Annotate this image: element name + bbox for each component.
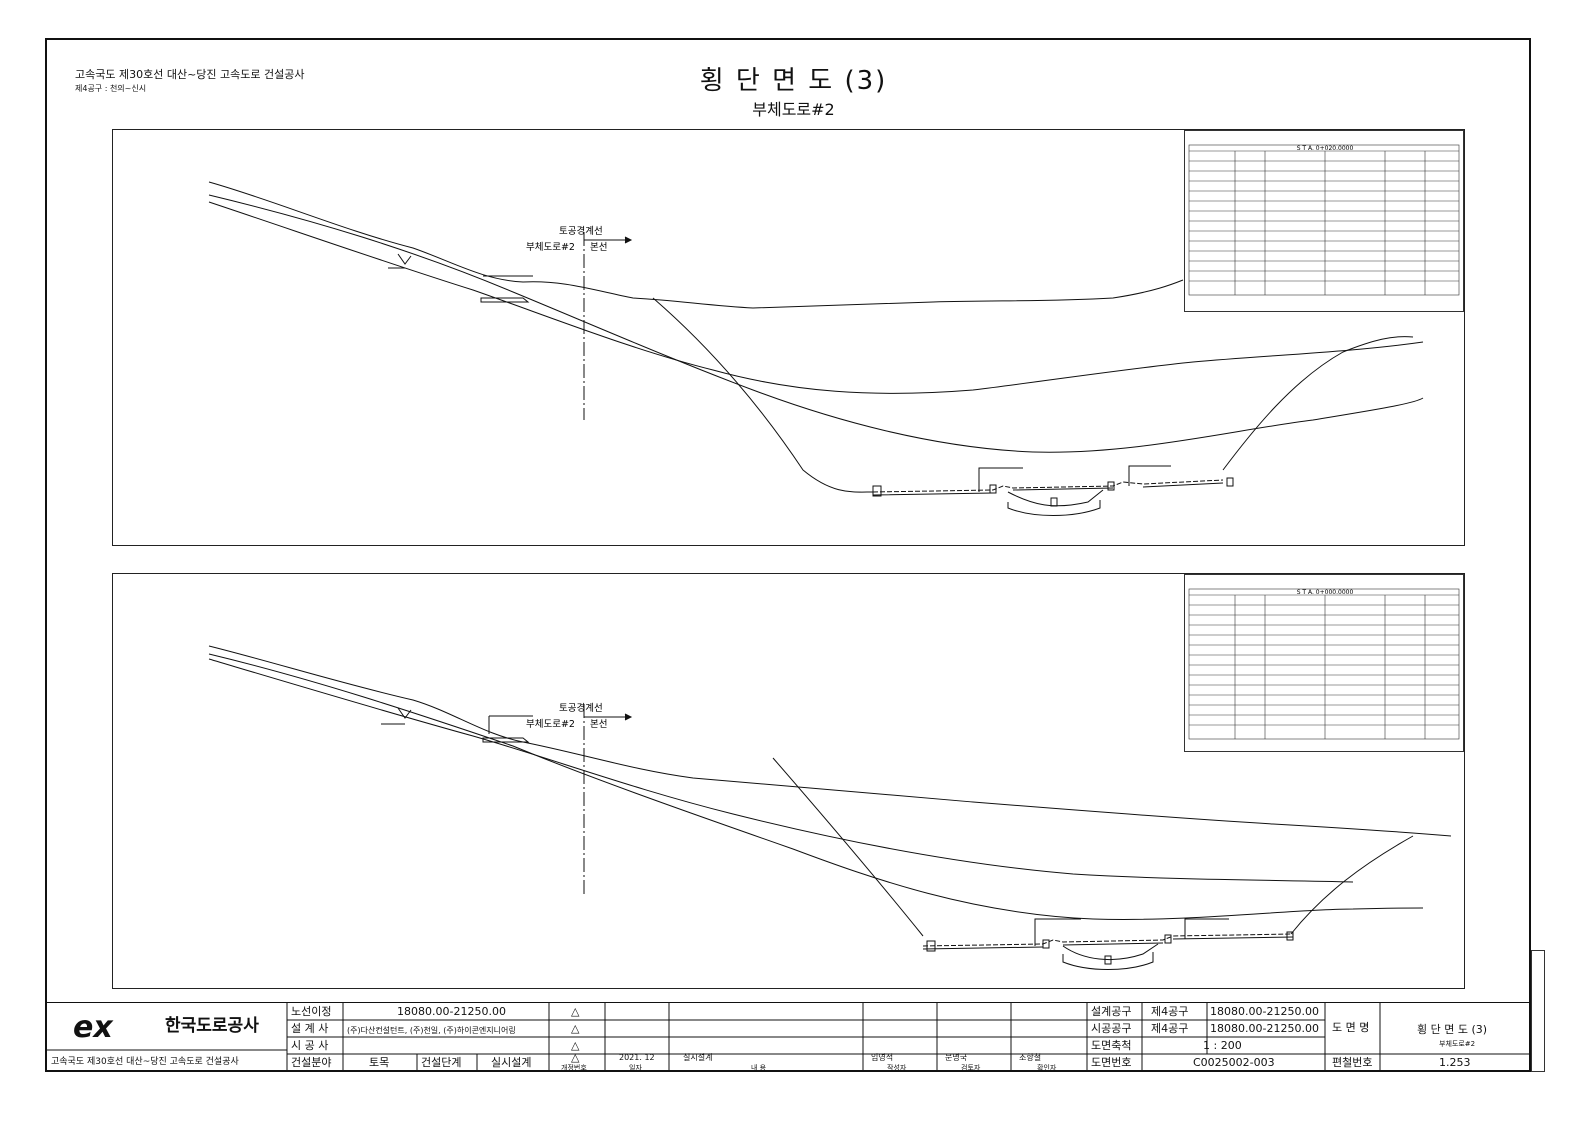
design-section-range: 18080.00-21250.00 [1210,1005,1319,1018]
rev-no-label: 개정번호 [561,1064,587,1072]
author-name: 임영석 [871,1053,894,1062]
drawing-name-sub: 부체도로#2 [1439,1040,1476,1048]
author-label: 작성자 [887,1064,907,1072]
drawing-frame [45,38,1531,1072]
sta-label-2: S T A. 0+000.0000 [1297,589,1354,596]
designer-label: 설 계 사 [291,1022,329,1035]
drawing-no-value: C0025002-003 [1193,1056,1275,1069]
title-block: ex 한국도로공사 고속국도 제30호선 대산~당진 고속도로 건설공사 노선이… [47,1002,1529,1072]
boundary-label-1: 토공경계선 [559,225,603,237]
project-section: 제4공구 : 천의~신시 [75,84,147,93]
scale-value: 1 : 200 [1203,1039,1242,1052]
main-label-2: 본선 [590,719,607,730]
drawing-name-value: 횡 단 면 도 (3) [1417,1023,1488,1036]
drawing-title: 횡 단 면 도 (3) [699,66,888,96]
edit-no-label: 편철번호 [1332,1056,1373,1069]
sta-label-1: S T A. 0+020.0000 [1297,145,1354,152]
ex-logo: ex [73,1010,113,1045]
edit-no-value: 1.253 [1439,1056,1471,1069]
field-value: 토목 [369,1056,390,1069]
main-label-1: 본선 [590,242,607,253]
checker-name: 문명국 [945,1053,968,1062]
cross-section-panel-2: 토공경계선 부체도로#2 본선 [112,573,1465,989]
field-label: 건설분야 [291,1056,332,1069]
rev-symbol-1: △ [571,1005,580,1018]
date-label: 일자 [629,1064,642,1072]
cross-section-panel-1: 토공경계선 부체도로#2 본선 [112,129,1465,546]
build-section-range: 18080.00-21250.00 [1210,1022,1319,1035]
boundary-label-2: 토공경계선 [559,702,603,714]
build-section-label: 시공공구 [1091,1022,1132,1035]
build-section-value: 제4공구 [1151,1022,1189,1035]
stage-value: 실시설계 [491,1056,532,1069]
road-label-2: 부체도로#2 [526,719,575,730]
cross-section-drawing-2: 토공경계선 부체도로#2 본선 [208,645,1452,970]
approver-name: 조항철 [1019,1053,1042,1062]
route-label: 노선이정 [291,1005,332,1018]
rev-symbol-2: △ [571,1022,580,1035]
section-data-table-1: S T A. 0+020.0000 [1184,130,1464,312]
side-strip [1531,950,1545,1072]
title-block-grid [47,1003,1529,1071]
cross-section-drawing-1: 토공경계선 부체도로#2 본선 [208,181,1424,516]
rev-symbol-3: △ [571,1039,580,1052]
company-name: 한국도로공사 [165,1016,259,1036]
project-name: 고속국도 제30호선 대산~당진 고속도로 건설공사 [75,68,305,81]
approver-label: 확인자 [1037,1064,1057,1072]
road-label-1: 부체도로#2 [526,242,575,253]
checker-label: 검토자 [961,1064,981,1072]
stage-label: 건설단계 [421,1056,462,1069]
tb-project: 고속국도 제30호선 대산~당진 고속도로 건설공사 [51,1057,239,1067]
rev-symbol-4: △ [571,1051,580,1064]
builder-label: 시 공 사 [291,1039,329,1052]
drawing-subtitle: 부체도로#2 [752,100,835,119]
drawing-name-label: 도 면 명 [1332,1021,1370,1034]
rev-content: 실시설계 [683,1053,713,1062]
data-table-grid-1: S T A. 0+020.0000 [1188,144,1460,296]
content-label: 내 용 [751,1064,767,1072]
drawing-no-label: 도면번호 [1091,1056,1132,1069]
data-table-grid-2: S T A. 0+000.0000 [1188,588,1460,740]
scale-label: 도면축척 [1091,1039,1132,1052]
designer-value: (주)다산컨설턴트, (주)천일, (주)하이콘엔지니어링 [347,1026,516,1035]
section-data-table-2: S T A. 0+000.0000 [1184,574,1464,752]
design-section-label: 설계공구 [1091,1005,1132,1018]
design-section-value: 제4공구 [1151,1005,1189,1018]
route-value: 18080.00-21250.00 [397,1005,506,1018]
rev-date: 2021. 12 [619,1053,655,1062]
